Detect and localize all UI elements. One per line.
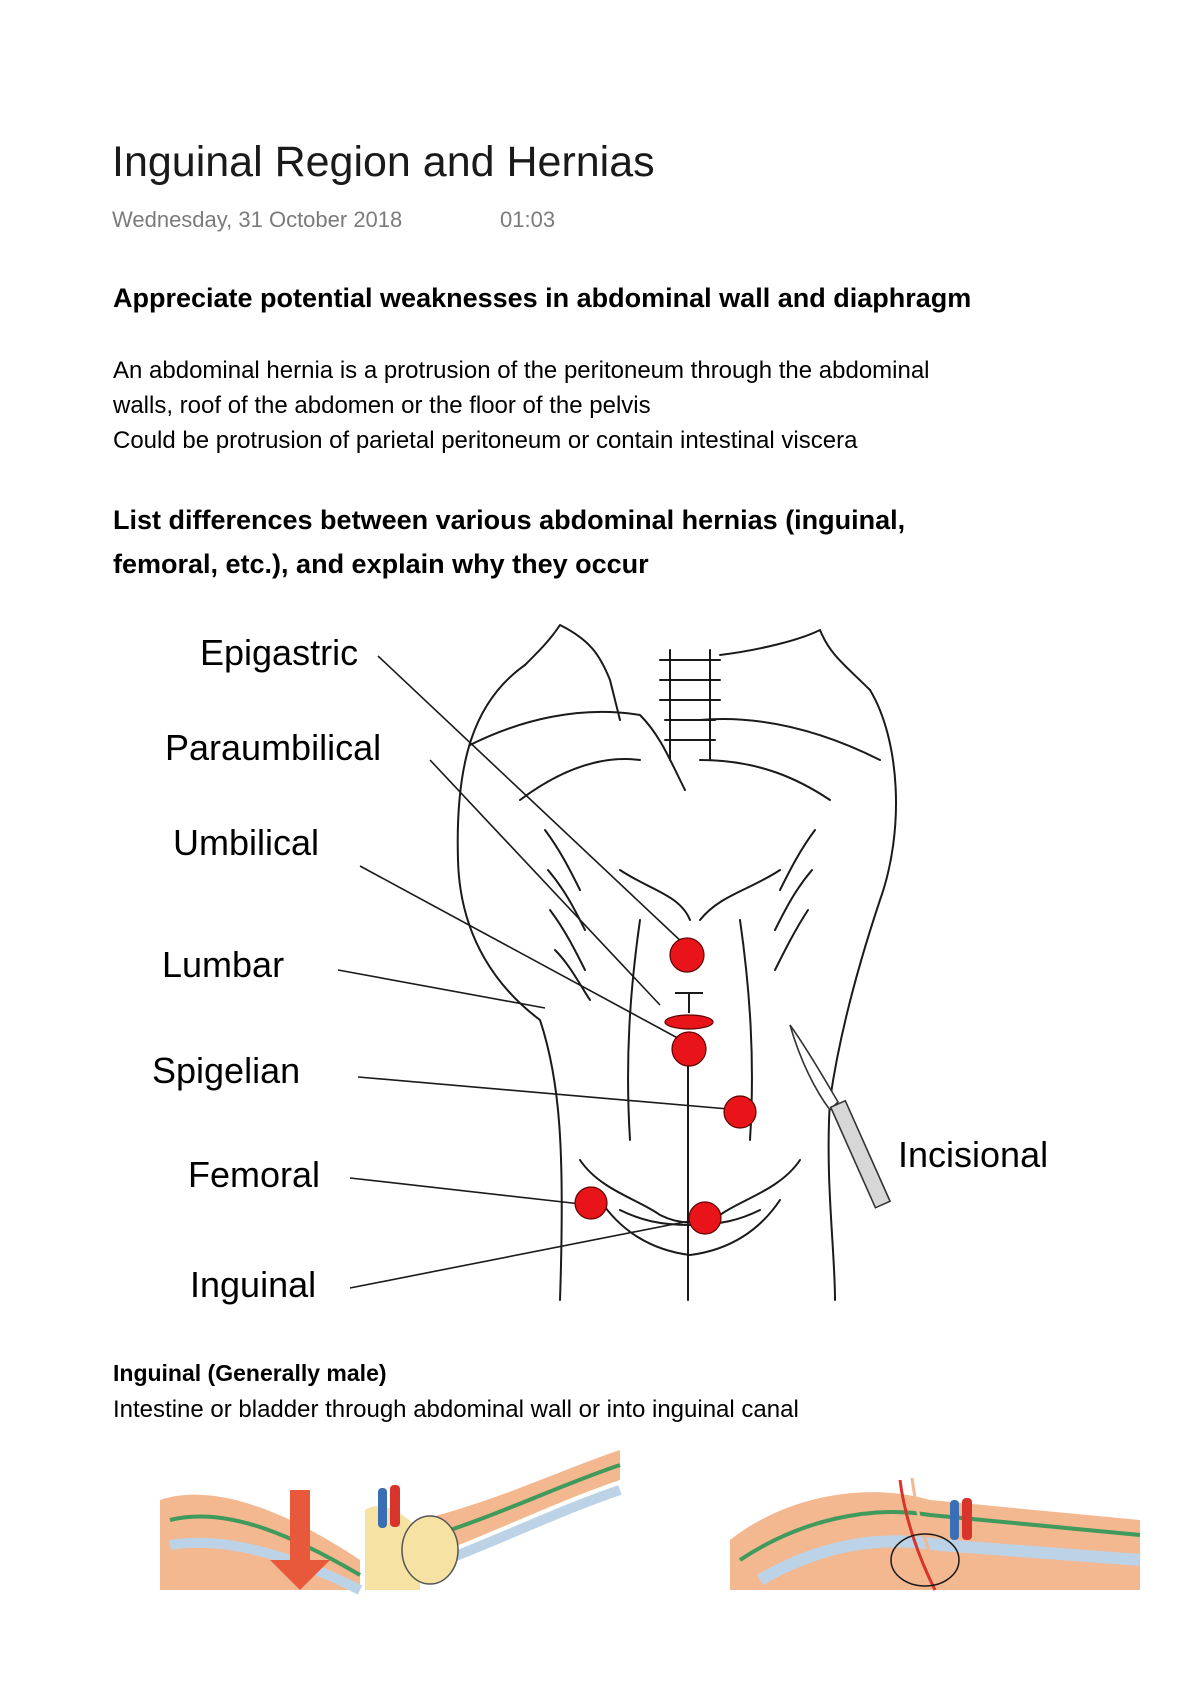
paragraph-line-1: An abdominal hernia is a protrusion of t… — [113, 357, 930, 384]
femoral-marker — [574, 1186, 608, 1220]
section-heading-inguinal: Inguinal (Generally male) — [113, 1360, 387, 1386]
spigelian-marker — [723, 1095, 757, 1129]
umbilical-marker — [664, 1014, 714, 1030]
page-date: Wednesday, 31 October 2018 — [112, 207, 403, 232]
page-time: 01:03 — [500, 207, 556, 232]
label-umbilical: Umbilical — [173, 822, 319, 863]
scalpel-icon — [789, 1024, 892, 1209]
umbilicus-mark — [675, 992, 703, 1013]
leader-lines — [337, 655, 741, 1289]
label-paraumbilical: Paraumbilical — [165, 727, 381, 768]
inguinal-description: Intestine or bladder through abdominal w… — [113, 1396, 799, 1423]
label-lumbar: Lumbar — [162, 944, 284, 985]
paragraph-line-2: walls, roof of the abdomen or the floor … — [113, 392, 651, 419]
label-epigastric: Epigastric — [200, 632, 358, 673]
section-heading-weaknesses: Appreciate potential weaknesses in abdom… — [113, 283, 972, 313]
page-title: Inguinal Region and Hernias — [112, 138, 655, 186]
label-spigelian: Spigelian — [152, 1050, 300, 1091]
inguinal-canal-diagram — [160, 1450, 1141, 1595]
section-heading-differences-line-1: List differences between various abdomin… — [113, 505, 906, 535]
section-heading-differences-line-2: femoral, etc.), and explain why they occ… — [113, 549, 649, 579]
label-inguinal: Inguinal — [190, 1264, 316, 1305]
hernia-markers — [574, 937, 757, 1235]
arrow-down-icon — [270, 1490, 330, 1590]
inguinal-marker — [688, 1201, 722, 1235]
torso-outline — [456, 624, 897, 1301]
label-femoral: Femoral — [188, 1154, 320, 1195]
paraumbilical-marker — [671, 1031, 707, 1067]
paragraph-line-3: Could be protrusion of parietal peritone… — [113, 427, 858, 454]
epigastric-marker — [669, 937, 705, 973]
label-incisional: Incisional — [898, 1134, 1048, 1175]
